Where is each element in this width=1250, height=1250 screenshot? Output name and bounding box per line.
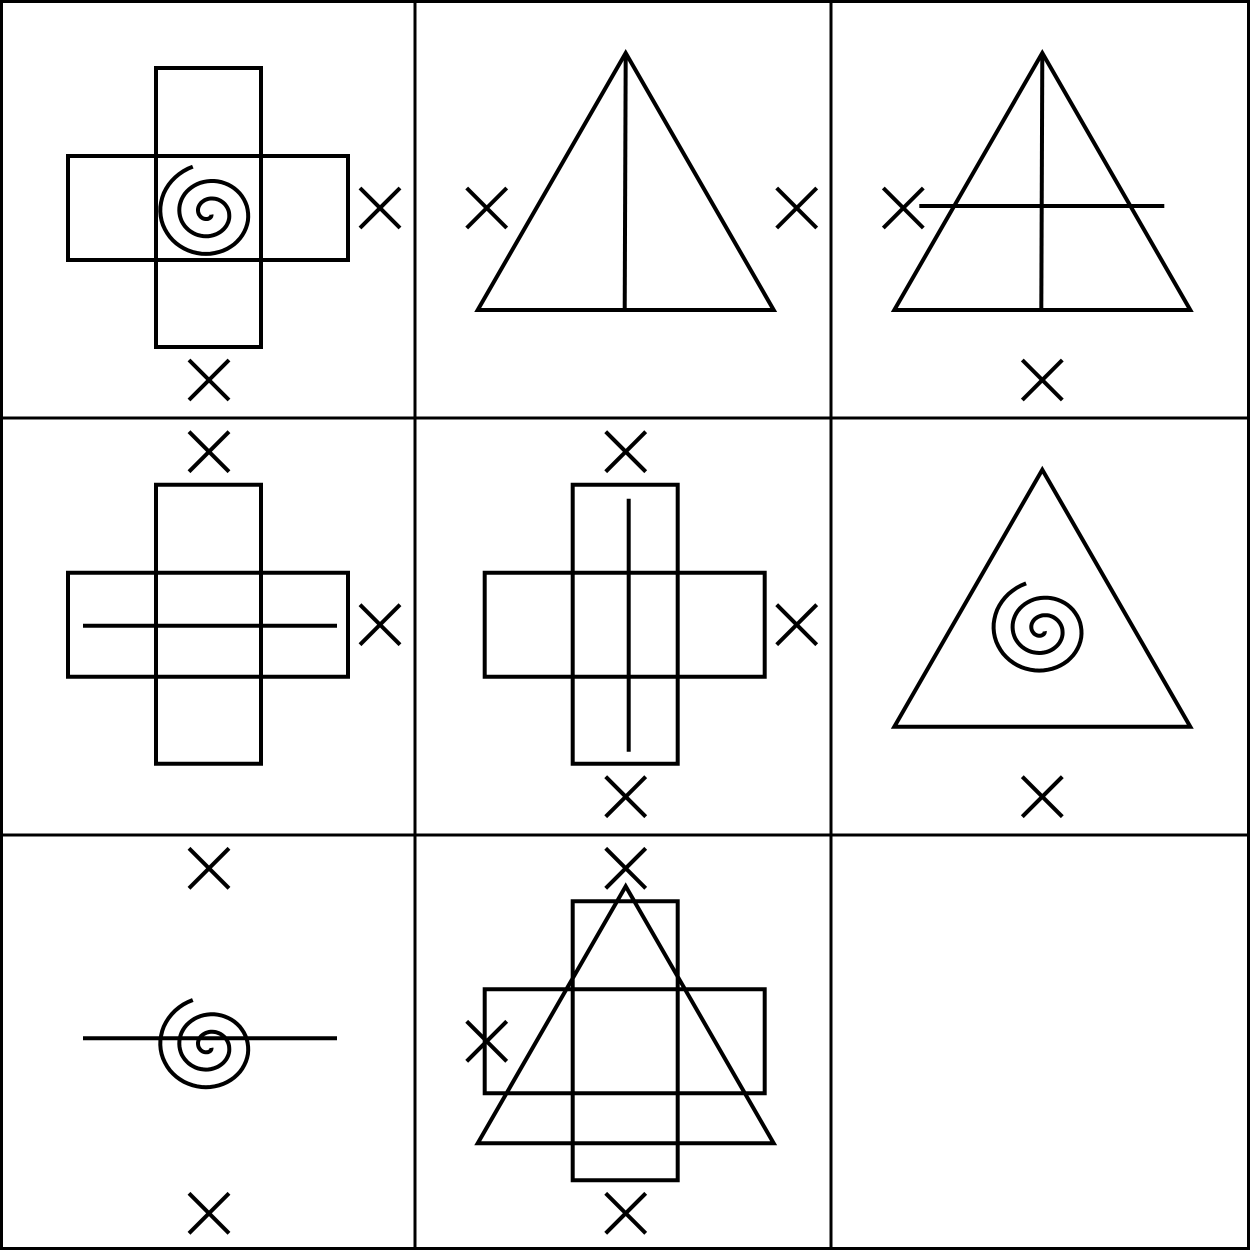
x-mark-icon — [1020, 775, 1064, 819]
x-mark-icon — [604, 775, 648, 819]
cell-r3-c2 — [465, 846, 778, 1235]
x-mark-icon — [187, 430, 231, 474]
cell-r1-c2 — [465, 48, 819, 312]
plus-cross-shape — [66, 66, 350, 349]
spiral-shape — [991, 581, 1084, 673]
triangle-shape — [890, 465, 1194, 729]
x-mark-icon — [187, 846, 231, 890]
spiral-shape — [158, 164, 251, 256]
cell-r2-c3 — [890, 465, 1194, 819]
plus-cross-shape — [482, 482, 767, 766]
vertical-line-shape — [622, 54, 628, 311]
cell-r2-c2 — [482, 430, 819, 819]
cell-r1-c1 — [66, 66, 402, 402]
cell-r3-c1 — [83, 846, 337, 1235]
x-mark-icon — [358, 186, 402, 230]
x-mark-icon — [604, 430, 648, 474]
x-mark-icon — [604, 1191, 648, 1235]
x-mark-icon — [465, 1019, 509, 1063]
x-mark-icon — [358, 603, 402, 647]
cell-r2-c1 — [66, 430, 402, 766]
x-mark-icon — [775, 186, 819, 230]
x-mark-icon — [775, 603, 819, 647]
x-mark-icon — [187, 1191, 231, 1235]
x-mark-icon — [604, 846, 648, 890]
triangle-shape — [474, 882, 778, 1146]
x-mark-icon — [881, 186, 925, 230]
x-mark-icon — [1020, 358, 1064, 402]
vertical-line-shape — [1039, 54, 1045, 311]
plus-cross-shape — [482, 899, 767, 1183]
x-mark-icon — [465, 186, 509, 230]
x-mark-icon — [187, 358, 231, 402]
cells-layer — [66, 48, 1194, 1235]
spiral-shape — [158, 998, 251, 1090]
cell-r1-c3 — [881, 48, 1194, 402]
